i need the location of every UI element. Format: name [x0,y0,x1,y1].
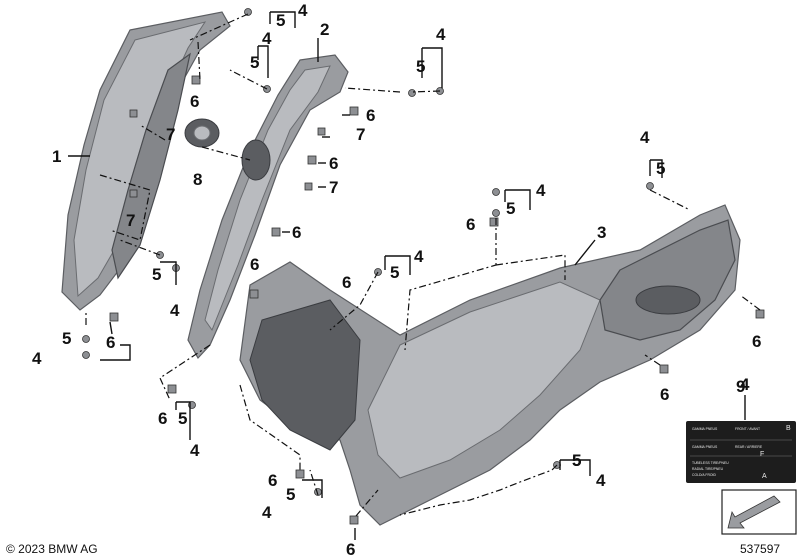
callout-6[interactable]: 6 [752,332,761,351]
label-row-5: COLD/A FROID [692,473,716,477]
callout-5[interactable]: 5 [276,11,285,30]
part-1-front-panel[interactable] [61,11,231,311]
callout-4[interactable]: 4 [436,25,446,44]
callout-6[interactable]: 6 [158,409,167,428]
callout-5[interactable]: 5 [416,57,425,76]
callout-5[interactable]: 5 [656,159,665,178]
assembly-lines [85,13,761,517]
callout-4[interactable]: 4 [262,29,272,48]
callout-6[interactable]: 6 [342,273,351,292]
callout-5[interactable]: 5 [286,485,295,504]
callout-6[interactable]: 6 [292,223,301,242]
callout-6[interactable]: 6 [329,154,338,173]
callout-6[interactable]: 6 [346,540,355,559]
label-badge-a: A [762,473,767,480]
arrow-icon [727,495,781,529]
label-row-1-right: FRONT / AVANT [735,427,760,431]
callout-4[interactable]: 4 [170,301,180,320]
callout-8[interactable]: 8 [193,170,202,189]
callout-6[interactable]: 6 [366,106,375,125]
callout-9[interactable]: 9 [736,377,745,396]
label-row-2-right: REAR / ARRIERE [735,445,763,449]
callout-5[interactable]: 5 [390,263,399,282]
callout-5[interactable]: 5 [250,53,259,72]
callout-5[interactable]: 5 [62,329,71,348]
callout-4[interactable]: 4 [298,1,308,20]
callout-4[interactable]: 4 [262,503,272,522]
label-row-4: RADIAL TIRE/PNEU [692,467,724,471]
callout-5[interactable]: 5 [572,451,581,470]
callout-7[interactable]: 7 [356,125,365,144]
copyright-text: © 2023 BMW AG [6,542,98,556]
callout-7[interactable]: 7 [166,125,175,144]
label-row-2-left: GAMMA PNEUS [692,445,718,449]
callout-6[interactable]: 6 [106,333,115,352]
callout-5[interactable]: 5 [152,265,161,284]
orientation-arrow-box [721,489,797,535]
label-row-3: TUBELESS TIRE/PNEU [692,461,729,465]
callout-5[interactable]: 5 [178,409,187,428]
part-2-inner-panel[interactable] [187,54,349,360]
callout-4[interactable]: 4 [32,349,42,368]
callout-6[interactable]: 6 [466,215,475,234]
callout-7[interactable]: 7 [126,211,135,230]
callout-6[interactable]: 6 [190,92,199,111]
label-badge-b: B [786,425,791,432]
callout-4[interactable]: 4 [190,441,200,460]
callout-6[interactable]: 6 [268,471,277,490]
callout-1[interactable]: 1 [52,147,61,166]
callout-6[interactable]: 6 [250,255,259,274]
callout-numbers: 1 2 3 4 5 4 5 6 7 8 7 5 4 5 4 6 4 5 6 7 … [32,1,761,559]
diagram-number: 537597 [740,542,780,556]
part-9-tire-pressure-label[interactable]: GAMMA PNEUS FRONT / AVANT B GAMMA PNEUS … [686,421,796,483]
callout-2[interactable]: 2 [320,20,329,39]
callout-4[interactable]: 4 [596,471,606,490]
callout-4[interactable]: 4 [536,181,546,200]
label-badge-f: F [760,451,764,458]
part-3-lower-panel[interactable] [239,204,741,526]
callout-6[interactable]: 6 [660,385,669,404]
callout-4[interactable]: 4 [640,128,650,147]
callout-5[interactable]: 5 [506,199,515,218]
callout-4[interactable]: 4 [414,247,424,266]
part-8-round-fitting[interactable] [184,118,220,148]
leader-lines [68,11,746,540]
callout-7[interactable]: 7 [329,178,338,197]
label-row-1-left: GAMMA PNEUS [692,427,718,431]
callout-4[interactable]: 4 [740,375,750,394]
callout-5[interactable]: 5 [572,451,581,470]
callout-3[interactable]: 3 [597,223,606,242]
